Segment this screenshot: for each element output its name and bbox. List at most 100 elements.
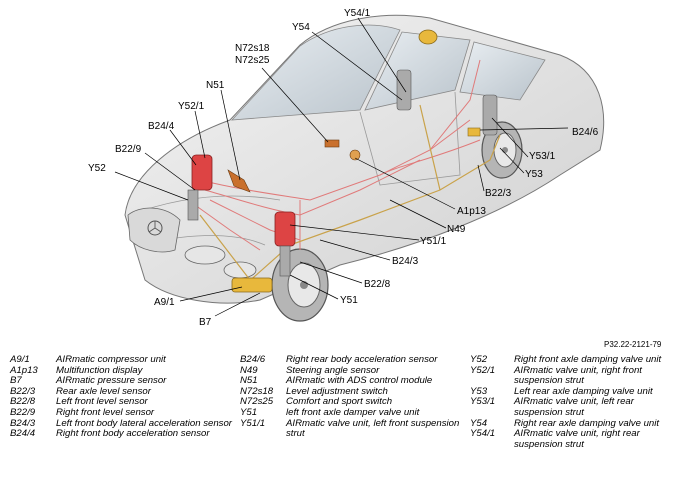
callout-y54: Y54 — [292, 22, 310, 33]
legend-description: AIRmatic valve unit, left rear suspensio… — [514, 396, 634, 418]
legend-code: N49 — [240, 364, 258, 376]
callout-n72s18: N72s18 — [235, 43, 270, 54]
legend-code: B22/8 — [10, 396, 36, 408]
legend-item: A1p13 Multifunction display — [10, 364, 236, 377]
car-body — [124, 14, 605, 304]
legend-description: AIRmatic valve unit, left front suspensi… — [286, 417, 460, 440]
legend-description: Right front level sensor — [56, 406, 155, 418]
legend-code: Y53/1 — [470, 396, 496, 408]
callout-n49: N49 — [447, 224, 466, 235]
legend-description: Right front axle damping valve unit — [514, 354, 662, 365]
callout-b22-8: B22/8 — [364, 279, 391, 290]
legend-code: B24/6 — [240, 354, 266, 365]
legend-code: Y51/1 — [240, 417, 266, 429]
legend-code: B22/3 — [10, 385, 36, 397]
legend-description: Multifunction display — [56, 364, 143, 376]
legend-code: Y52 — [470, 354, 488, 365]
legend-item: Y53/1 AIRmatic valve unit, left rear susp… — [470, 397, 674, 418]
legend-description: Left rear axle damping valve unit — [514, 385, 653, 397]
legend-item: B24/4 Right front body acceleration senso… — [10, 429, 236, 440]
legend-description: left front axle damper valve unit — [286, 406, 420, 418]
control-module — [227, 169, 251, 193]
callout-y52: Y52 — [88, 163, 106, 174]
legend-item: Y51 left front axle damper valve unit — [240, 406, 466, 419]
rear-sensor — [467, 127, 481, 137]
callout-y53: Y53 — [525, 169, 543, 180]
legend-item: B22/9 Right front level sensor — [10, 406, 236, 419]
legend-item: N72s25 Comfort and sport switch — [240, 397, 466, 408]
legend-description: Right rear body acceleration sensor — [286, 354, 438, 365]
legend-code: Y52/1 — [470, 364, 496, 376]
wiring-harness — [194, 59, 481, 251]
legend-item: Y54/1 AIRmatic valve unit, right rear sus… — [470, 428, 674, 450]
callout-y53-1: Y53/1 — [529, 151, 556, 162]
rear-right-strut — [396, 69, 412, 111]
legend-item: N51 AIRmatic with ADS control module — [240, 376, 466, 387]
legend-item: Y51/1 AIRmatic valve unit, left front sus… — [240, 417, 466, 440]
rear-left-strut — [482, 94, 498, 136]
legend-item: N49 Steering angle sensor — [240, 364, 466, 377]
callout-y52-1: Y52/1 — [178, 101, 205, 112]
legend-description: AIRmatic with ADS control module — [286, 375, 433, 387]
rear-reservoir — [418, 29, 438, 45]
callout-b7: B7 — [199, 317, 212, 328]
callout-n51: N51 — [206, 80, 225, 91]
callout-y51: Y51 — [340, 295, 358, 306]
legend-item: B24/6 Right rear body acceleration sensor — [240, 354, 466, 366]
legend-description: Level adjustment switch — [286, 385, 388, 397]
callout-b24-3: B24/3 — [392, 256, 419, 267]
legend-description: Left front body lateral acceleration sen… — [56, 417, 232, 429]
legend-code: A1p13 — [10, 364, 38, 376]
legend-description: AIRmatic valve unit, right rear suspensi… — [514, 428, 640, 450]
callout-y54-1: Y54/1 — [344, 8, 371, 19]
legend-code: A9/1 — [10, 354, 30, 365]
switch-panel — [324, 139, 340, 148]
callout-a9-1: A9/1 — [154, 297, 175, 308]
front-grille — [127, 207, 181, 253]
legend-column-2: B24/6 Right rear body acceleration sensor… — [240, 354, 466, 440]
callout-y51-1: Y51/1 — [420, 236, 447, 247]
callout-b22-9: B22/9 — [115, 144, 142, 155]
legend-description: Left front level sensor — [56, 396, 148, 408]
legend-code: N51 — [240, 375, 258, 387]
legend-item: Y54 Right rear axle damping valve unit — [470, 417, 674, 430]
legend-description: AIRmatic compressor unit — [56, 354, 166, 365]
steering-sensor — [349, 149, 361, 161]
legend-code: N72s25 — [240, 396, 274, 408]
legend-description: Comfort and sport switch — [286, 396, 393, 408]
legend-item: Y52 Right front axle damping valve unit — [470, 354, 674, 366]
callout-n72s25: N72s25 — [235, 55, 270, 66]
legend-description: Steering angle sensor — [286, 364, 380, 376]
front-left-strut — [274, 211, 296, 277]
legend-item: B22/8 Left front level sensor — [10, 397, 236, 408]
callout-b22-3: B22/3 — [485, 188, 512, 199]
callout-a1p13: A1p13 — [457, 206, 486, 217]
vehicle-diagram: Y54/1 Y54 N72s18 N72s25 N51 Y52/1 B24/4 … — [88, 8, 605, 328]
legend-description: Right rear axle damping valve unit — [514, 417, 660, 429]
legend-code: B24/3 — [10, 417, 36, 429]
front-right-strut — [187, 154, 213, 221]
legend-code: Y54 — [470, 417, 488, 429]
legend-item: A9/1 AIRmatic compressor unit — [10, 354, 236, 366]
legend-code: Y51 — [240, 406, 258, 418]
leader-lines — [114, 17, 569, 317]
legend-code: B22/9 — [10, 406, 36, 418]
legend-item: B24/3 Left front body lateral acceleratio… — [10, 417, 236, 430]
legend-item: B22/3 Rear axle level sensor — [10, 385, 236, 398]
legend-code: B7 — [10, 375, 22, 387]
legend-description: Rear axle level sensor — [56, 385, 151, 397]
compressor-unit — [231, 277, 273, 293]
callout-b24-4: B24/4 — [148, 121, 175, 132]
legend-code: B24/4 — [10, 428, 36, 440]
legend-item: Y52/1 AIRmatic valve unit, right front su… — [470, 364, 674, 387]
legend-description: AIRmatic valve unit, right front suspens… — [514, 364, 642, 387]
callout-b24-6: B24/6 — [572, 127, 599, 138]
legend-code: Y54/1 — [470, 428, 496, 440]
legend-description: Right front body acceleration sensor — [56, 428, 210, 440]
